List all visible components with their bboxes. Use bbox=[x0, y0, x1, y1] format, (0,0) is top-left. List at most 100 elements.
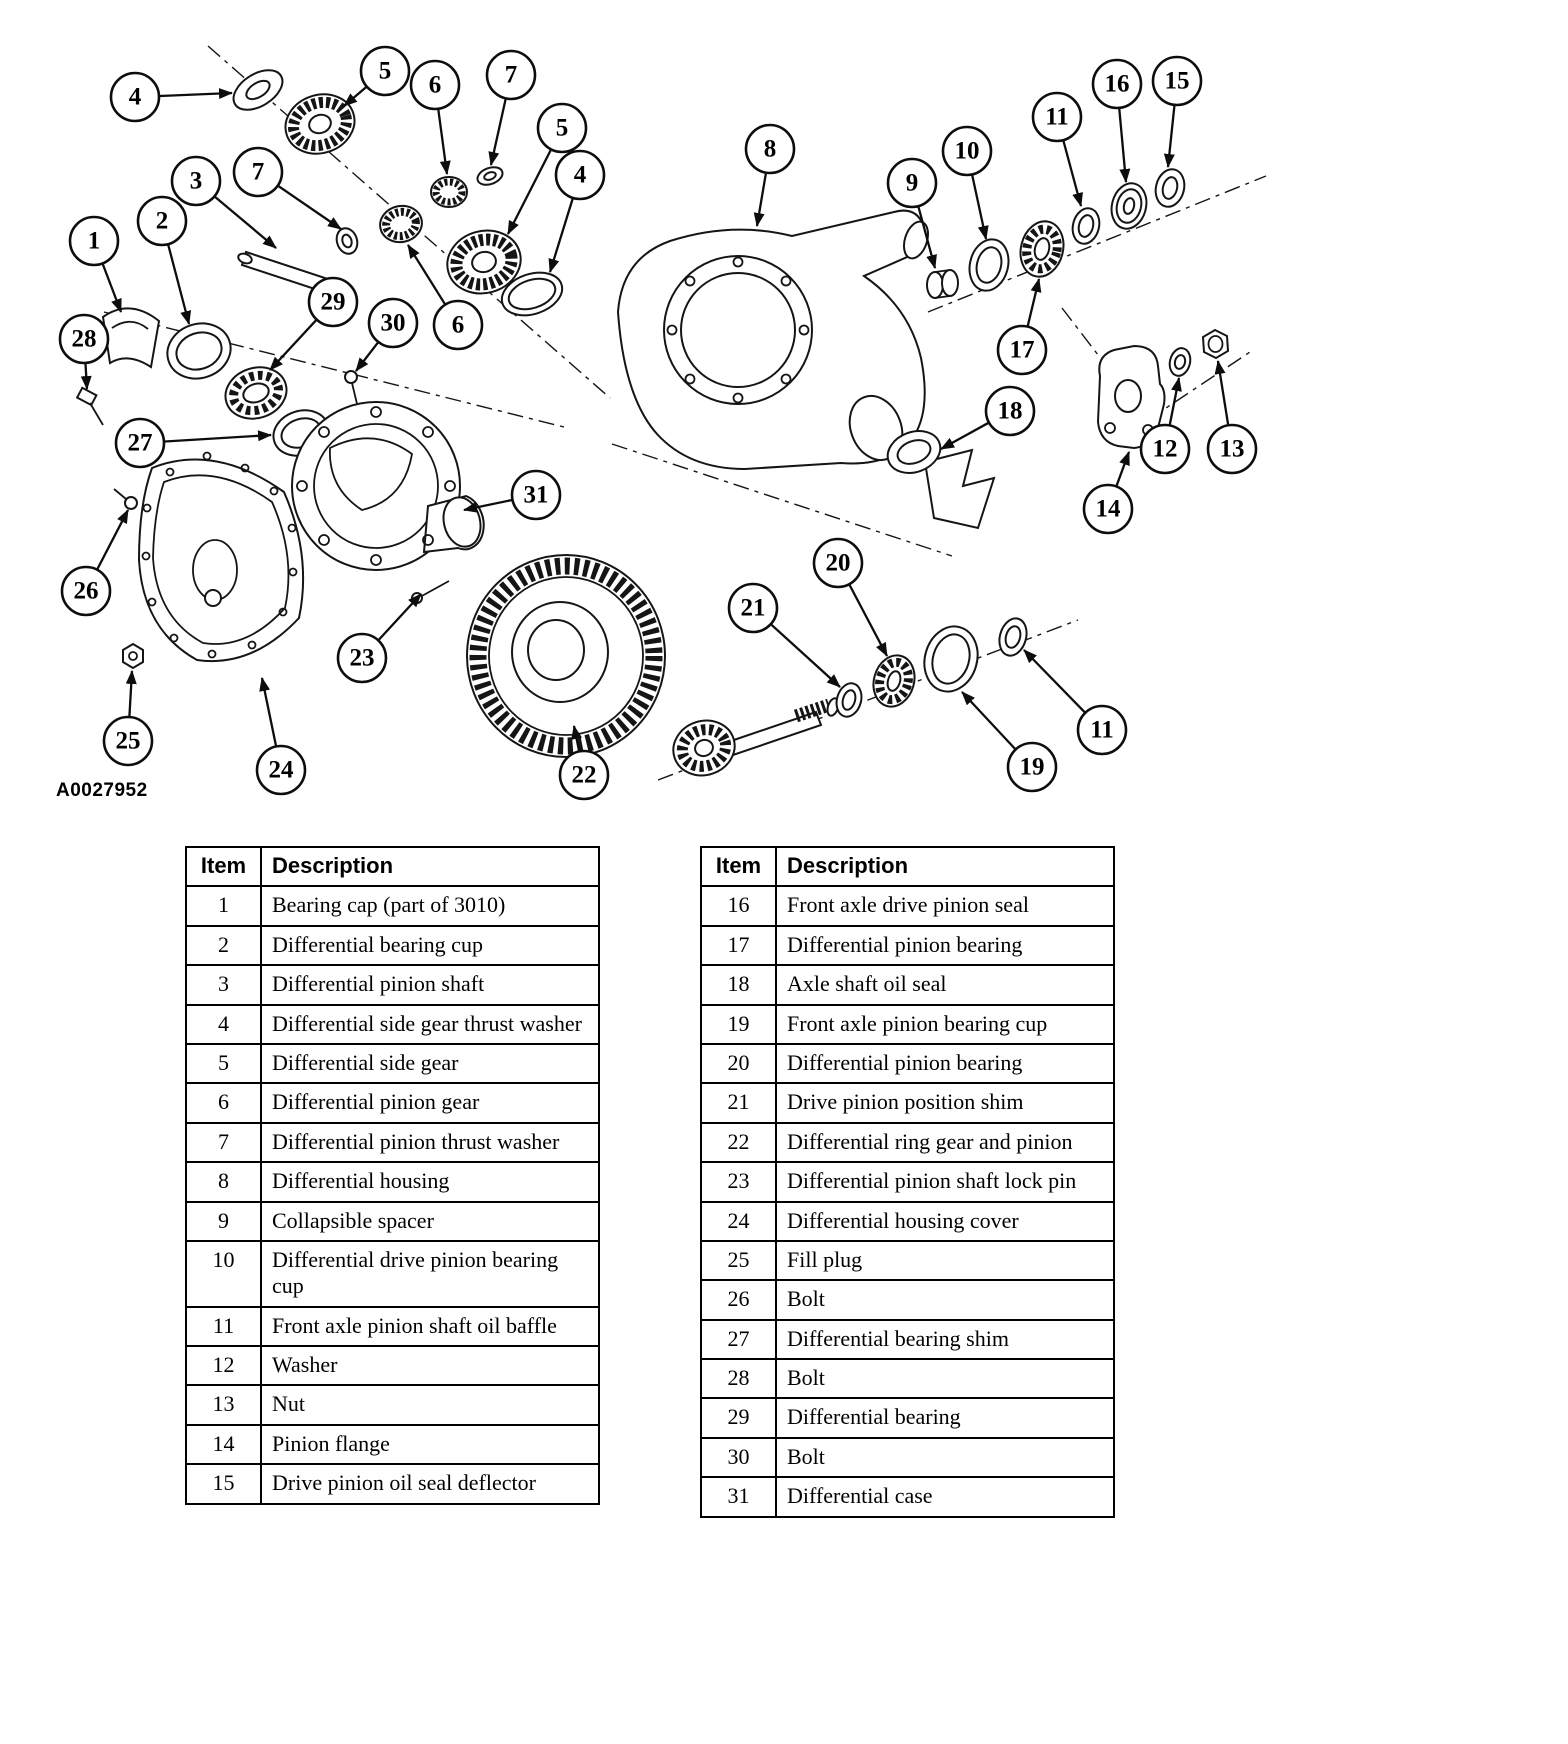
item-number: 5 bbox=[185, 1042, 262, 1085]
item-description: Differential pinion gear bbox=[260, 1082, 600, 1124]
column-header: Item bbox=[185, 845, 262, 888]
item-number: 9 bbox=[185, 1200, 262, 1242]
callout-arrow bbox=[101, 263, 123, 313]
part-collapsible-spacer bbox=[926, 269, 959, 299]
callout-arrow bbox=[355, 342, 379, 372]
item-number: 7 bbox=[185, 1121, 262, 1164]
callout-label: 26 bbox=[74, 578, 99, 605]
part-side-gear-thrust-washer bbox=[500, 271, 564, 317]
callout-circle bbox=[1076, 704, 1128, 756]
callout-circle bbox=[554, 149, 606, 201]
item-number: 30 bbox=[700, 1436, 777, 1479]
callout-arrow bbox=[1118, 108, 1131, 183]
callout-circle bbox=[336, 632, 388, 684]
part-side-gear bbox=[446, 229, 522, 295]
callout-circle bbox=[744, 123, 796, 175]
item-number: 6 bbox=[185, 1082, 262, 1124]
callout-label: 10 bbox=[955, 138, 980, 165]
callout-label: 20 bbox=[826, 550, 851, 577]
callout-arrow bbox=[971, 175, 989, 240]
part-axle-shaft-oil-seal bbox=[886, 430, 942, 474]
callout-label: 6 bbox=[452, 312, 465, 339]
item-number: 22 bbox=[700, 1121, 777, 1164]
item-description: Differential pinion bearing bbox=[775, 924, 1115, 967]
item-number: 11 bbox=[185, 1305, 262, 1348]
part-differential-case bbox=[291, 401, 485, 571]
item-description: Bolt bbox=[775, 1279, 1115, 1321]
part-position-shim bbox=[835, 682, 863, 718]
item-number: 20 bbox=[700, 1042, 777, 1085]
part-pinion-thrust-washer bbox=[476, 166, 504, 186]
item-description: Front axle pinion bearing cup bbox=[775, 1003, 1115, 1045]
part-lock-pin bbox=[411, 580, 450, 604]
item-number: 10 bbox=[185, 1239, 262, 1308]
callout-circle bbox=[536, 102, 588, 154]
callout-arrow bbox=[80, 363, 92, 390]
item-description: Differential ring gear and pinion bbox=[775, 1121, 1115, 1164]
item-description: Differential side gear thrust washer bbox=[260, 1003, 600, 1045]
item-number: 14 bbox=[185, 1423, 262, 1466]
callout-label: 12 bbox=[1153, 436, 1178, 463]
item-description: Differential bearing bbox=[775, 1397, 1115, 1439]
item-description: Bolt bbox=[775, 1436, 1115, 1479]
item-description: Drive pinion position shim bbox=[775, 1082, 1115, 1124]
part-pinion-bearing-cup bbox=[923, 625, 979, 693]
callout-circle bbox=[1006, 741, 1058, 793]
callout-arrow bbox=[1115, 451, 1131, 486]
callout-label: 7 bbox=[252, 159, 265, 186]
callout-arrow bbox=[1168, 377, 1182, 425]
callout-arrow bbox=[277, 185, 342, 230]
item-description: Differential housing cover bbox=[775, 1200, 1115, 1242]
callout-label: 17 bbox=[1010, 337, 1035, 364]
callout-circle bbox=[170, 155, 222, 207]
callout-circle bbox=[1139, 423, 1191, 475]
callout-arrow bbox=[437, 109, 451, 175]
item-description: Drive pinion oil seal deflector bbox=[260, 1463, 600, 1505]
callout-label: 31 bbox=[524, 482, 549, 509]
part-bolt bbox=[75, 386, 104, 426]
callout-label: 4 bbox=[574, 162, 587, 189]
callout-label: 30 bbox=[381, 310, 406, 337]
callout-label: 28 bbox=[72, 326, 97, 353]
callout-arrow bbox=[259, 677, 278, 746]
callout-label: 1 bbox=[88, 228, 101, 255]
callout-arrow bbox=[343, 86, 367, 107]
item-description: Differential pinion shaft bbox=[260, 964, 600, 1006]
item-number: 13 bbox=[185, 1384, 262, 1426]
part-bearing-cup bbox=[166, 322, 232, 380]
item-number: 31 bbox=[700, 1476, 777, 1518]
callout-label: 29 bbox=[321, 289, 346, 316]
item-number: 26 bbox=[700, 1279, 777, 1321]
item-description: Bearing cap (part of 3010) bbox=[260, 885, 600, 927]
part-housing-cover bbox=[137, 451, 305, 662]
callout-arrow bbox=[940, 422, 989, 451]
callout-circle bbox=[941, 125, 993, 177]
item-description: Axle shaft oil seal bbox=[775, 964, 1115, 1006]
callout-circle bbox=[109, 71, 161, 123]
item-number: 29 bbox=[700, 1397, 777, 1439]
item-number: 3 bbox=[185, 964, 262, 1006]
callout-arrow bbox=[753, 173, 767, 227]
item-description: Differential case bbox=[775, 1476, 1115, 1518]
callout-circle bbox=[727, 582, 779, 634]
callout-circle bbox=[255, 744, 307, 796]
item-number: 1 bbox=[185, 885, 262, 927]
item-description: Differential housing bbox=[260, 1161, 600, 1203]
callout-label: 18 bbox=[998, 398, 1023, 425]
callout-label: 5 bbox=[556, 115, 569, 142]
